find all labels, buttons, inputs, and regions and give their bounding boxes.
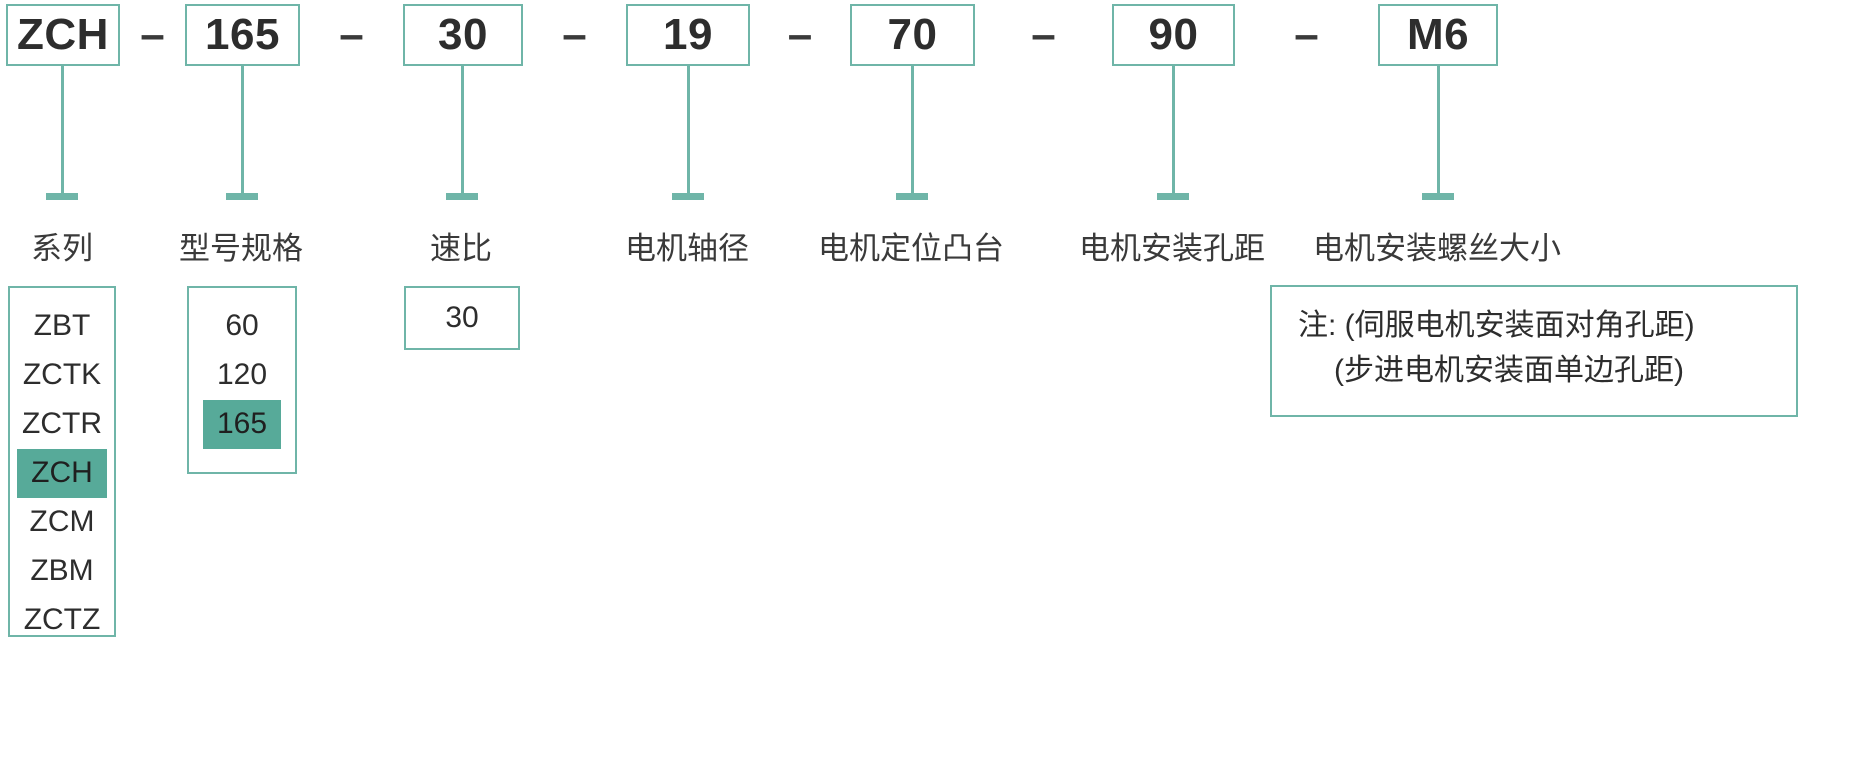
code-box-ratio-value: 30 <box>438 10 488 59</box>
connector-line-ratio <box>461 66 464 199</box>
series-option-item[interactable]: ZCTR <box>22 407 102 440</box>
series-option-item-selected[interactable]: ZCH <box>17 449 107 498</box>
separator-dash-5: – <box>1031 10 1056 59</box>
connector-foot-ratio <box>446 193 478 200</box>
connector-foot-screw-size <box>1422 193 1454 200</box>
caption-shaft-diameter: 电机轴径 <box>625 231 749 266</box>
series-option-item[interactable]: ZCTK <box>22 358 102 391</box>
connector-line-hole-pitch <box>1172 66 1175 199</box>
series-option-item[interactable]: ZBT <box>33 309 91 342</box>
caption-ratio: 速比 <box>430 231 492 266</box>
connector-foot-model <box>226 193 258 200</box>
series-options-box[interactable]: ZBT ZCTK ZCTR ZCH ZCM ZBM ZCTZ <box>8 286 116 637</box>
code-box-screw-size[interactable]: M6 <box>1378 4 1498 66</box>
ratio-options-box[interactable]: 30 <box>404 286 520 350</box>
connector-line-screw-size <box>1437 66 1440 199</box>
caption-series: 系列 <box>31 231 93 266</box>
separator-dash-6: – <box>1294 10 1319 59</box>
series-option-item[interactable]: ZBM <box>30 554 94 587</box>
code-box-series-value: ZCH <box>17 10 109 59</box>
ratio-option-item[interactable]: 30 <box>445 300 479 334</box>
connector-line-model <box>241 66 244 199</box>
code-box-model[interactable]: 165 <box>185 4 300 66</box>
model-options-box[interactable]: 60 120 165 <box>187 286 297 474</box>
code-box-pilot-boss[interactable]: 70 <box>850 4 975 66</box>
connector-line-series <box>61 66 64 199</box>
model-option-item-selected[interactable]: 165 <box>202 400 282 449</box>
code-box-hole-pitch[interactable]: 90 <box>1112 4 1235 66</box>
series-option-item[interactable]: ZCTZ <box>23 603 101 636</box>
separator-dash-1: – <box>140 10 165 59</box>
separator-dash-2: – <box>339 10 364 59</box>
code-box-pilot-boss-value: 70 <box>887 10 938 59</box>
connector-line-pilot-boss <box>911 66 914 199</box>
code-box-hole-pitch-value: 90 <box>1148 10 1199 59</box>
note-box: 注: (伺服电机安装面对角孔距) (步进电机安装面单边孔距) <box>1270 285 1798 417</box>
caption-hole-pitch: 电机安装孔距 <box>1079 231 1265 266</box>
connector-line-shaft-diameter <box>687 66 690 199</box>
code-box-shaft-diameter-value: 19 <box>663 10 713 59</box>
note-line-stepper: (步进电机安装面单边孔距) <box>1334 354 1684 387</box>
note-line-servo: 注: (伺服电机安装面对角孔距) <box>1298 309 1695 342</box>
code-box-shaft-diameter[interactable]: 19 <box>626 4 750 66</box>
separator-dash-4: – <box>787 10 813 59</box>
caption-screw-size: 电机安装螺丝大小 <box>1313 231 1561 266</box>
code-box-screw-size-value: M6 <box>1406 10 1470 59</box>
connector-foot-shaft-diameter <box>672 193 704 200</box>
code-box-ratio[interactable]: 30 <box>403 4 523 66</box>
caption-pilot-boss: 电机定位凸台 <box>818 231 1004 266</box>
connector-foot-hole-pitch <box>1157 193 1189 200</box>
caption-model: 型号规格 <box>179 231 303 266</box>
connector-foot-series <box>46 193 78 200</box>
model-option-item[interactable]: 120 <box>216 358 268 391</box>
code-box-model-value: 165 <box>205 10 280 59</box>
series-option-item[interactable]: ZCM <box>29 505 95 538</box>
model-option-item[interactable]: 60 <box>225 309 259 342</box>
code-box-series[interactable]: ZCH <box>6 4 120 66</box>
connector-foot-pilot-boss <box>896 193 928 200</box>
separator-dash-3: – <box>562 10 587 59</box>
